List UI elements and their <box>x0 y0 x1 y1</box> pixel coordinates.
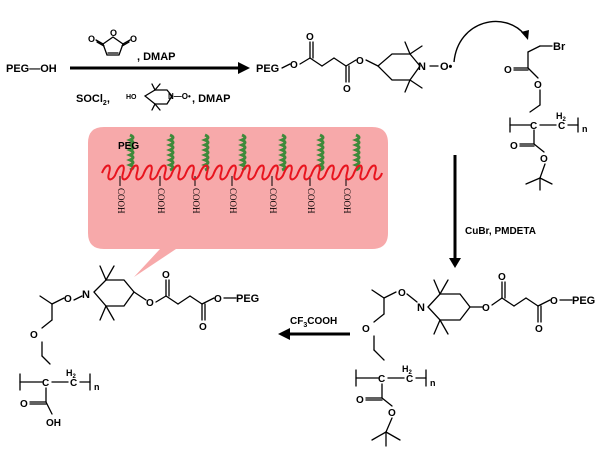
svg-text:n: n <box>582 124 588 134</box>
svg-text:C: C <box>406 374 413 385</box>
svg-text:O: O <box>214 294 222 305</box>
svg-text:C: C <box>558 121 565 132</box>
step1-socl2: SOCl2, <box>76 93 110 107</box>
svg-text:OH: OH <box>46 418 61 429</box>
tempo-oh-structure: HO N—O• <box>126 83 191 111</box>
anhydride-o-right: O <box>130 34 137 44</box>
svg-text:Br: Br <box>553 41 566 53</box>
acid-brush-product: O N O O O O PEG O C H2 C n <box>19 265 259 429</box>
svg-text:O•: O• <box>440 61 453 73</box>
step2-arrowhead <box>449 258 461 268</box>
svg-text:O: O <box>146 298 154 309</box>
svg-text:O: O <box>306 32 314 43</box>
svg-text:O: O <box>482 303 490 314</box>
svg-text:O: O <box>20 399 28 410</box>
svg-text:O: O <box>343 84 351 95</box>
speech-bubble <box>88 127 388 277</box>
cooh-label: COOH <box>191 188 201 214</box>
protected-h2: H2 <box>402 364 413 376</box>
brush-schematic: COOH COOH COOH COOH COOH COOH COOH PEG <box>88 127 388 277</box>
cooh-label: COOH <box>116 188 126 214</box>
cooh-label: COOH <box>306 188 316 214</box>
cooh-label: COOH <box>156 188 166 214</box>
svg-text:O: O <box>162 270 170 281</box>
peg-tempo-macroinitiator: PEG O O O O N O• <box>256 32 453 95</box>
peg-chain <box>166 133 175 172</box>
tempo-nitroxide: N—O• <box>168 92 191 101</box>
step3-reagent: CF3COOH <box>290 316 337 329</box>
svg-text:O: O <box>356 56 364 67</box>
curved-arrowhead <box>521 30 529 40</box>
svg-text:O: O <box>535 324 543 335</box>
svg-text:n: n <box>430 378 436 388</box>
step1-arrowhead <box>238 62 250 74</box>
svg-text:O: O <box>504 65 512 76</box>
step1-reagent-bottom: , DMAP <box>192 93 231 105</box>
svg-text:O: O <box>534 80 542 91</box>
svg-text:C: C <box>378 374 385 385</box>
svg-text:O: O <box>398 288 406 299</box>
step3-arrowhead <box>278 328 290 340</box>
cooh-label: COOH <box>228 188 238 214</box>
peg-oh-label: PEG—OH <box>6 63 57 75</box>
cooh-label: COOH <box>342 188 352 214</box>
svg-text:C: C <box>42 378 49 389</box>
svg-text:N: N <box>417 302 425 314</box>
acid-h2: H2 <box>66 368 77 380</box>
cooh-label: COOH <box>268 188 278 214</box>
peg-chain <box>316 133 325 172</box>
svg-text:C: C <box>530 121 537 132</box>
svg-text:PEG: PEG <box>572 295 595 307</box>
svg-text:O: O <box>356 395 364 406</box>
succinic-anhydride: O O O <box>88 28 137 56</box>
protected-brush-product: O N O O O O PEG O C H2 C n <box>355 272 595 447</box>
tempo-ho: HO <box>126 94 137 101</box>
svg-text:O: O <box>510 141 518 152</box>
svg-text:PEG: PEG <box>236 293 259 305</box>
svg-text:O: O <box>540 154 548 165</box>
brush-backbone <box>101 164 383 181</box>
svg-text:O: O <box>362 324 370 335</box>
curved-arrow <box>453 20 526 63</box>
svg-text:O: O <box>199 322 207 333</box>
peg-chain <box>352 133 361 172</box>
svg-text:C: C <box>70 378 77 389</box>
step2-reagent: CuBr, PMDETA <box>465 226 536 237</box>
peg-chain <box>278 133 287 172</box>
svg-text:N: N <box>82 289 90 301</box>
svg-text:n: n <box>94 382 100 392</box>
svg-text:O: O <box>550 296 558 307</box>
peg-chain <box>238 133 247 172</box>
brush-peg-label: PEG <box>118 141 139 152</box>
svg-text:O: O <box>498 272 506 283</box>
anhydride-o-ring: O <box>110 28 117 38</box>
svg-text:O: O <box>64 294 72 305</box>
svg-text:O: O <box>30 330 38 341</box>
bromo-polymer-initiator: Br O O C H2 C n O O <box>504 41 588 191</box>
peg-chain <box>126 133 135 172</box>
anhydride-o-left: O <box>88 34 95 44</box>
macro-peg-label: PEG <box>256 63 279 75</box>
initiator-h2: H2 <box>556 111 567 123</box>
svg-text:O: O <box>290 60 298 71</box>
step1-reagent-top: , DMAP <box>137 51 176 63</box>
svg-text:O: O <box>388 408 396 419</box>
svg-text:N: N <box>418 61 426 73</box>
